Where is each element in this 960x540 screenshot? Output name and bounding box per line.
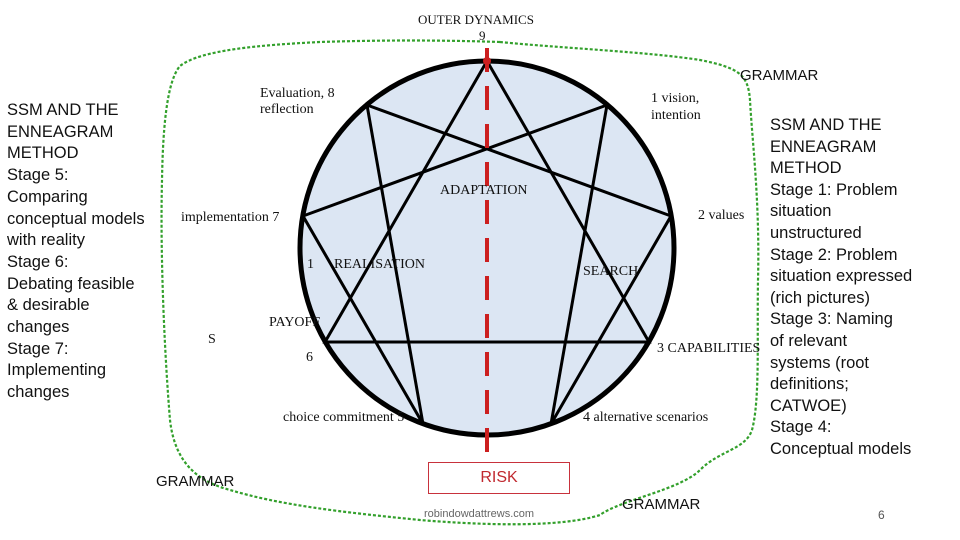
left-text-line: ENNEAGRAM — [7, 122, 114, 141]
point-4-label: 4 alternative scenarios — [583, 410, 709, 425]
right-text-line: ENNEAGRAM — [770, 137, 877, 156]
left-text-line: METHOD — [7, 144, 79, 163]
left-text-line: changes — [7, 383, 70, 402]
right-text-line: CATWOE) — [770, 396, 847, 415]
left-stage-list: SSM AND THE ENNEAGRAM METHOD Stage 5: Co… — [7, 100, 145, 404]
grammar-bottom-center: GRAMMAR — [622, 496, 701, 513]
enneagram-hexad — [300, 102, 674, 425]
outer-dynamics-label: OUTER DYNAMICS — [418, 12, 534, 27]
right-text-line: Stage 1: Problem — [770, 180, 898, 199]
right-text-line: Stage 3: Naming — [770, 310, 893, 329]
grammar-bottom-left: GRAMMAR — [156, 473, 235, 490]
left-text-line: conceptual models — [7, 209, 145, 228]
right-text-line: SSM AND THE — [770, 116, 882, 134]
realisation-label: REALISATION — [334, 257, 425, 272]
right-text-line: METHOD — [770, 159, 842, 178]
right-text-line: situation expressed — [770, 267, 913, 286]
left-text-line: Stage 6: — [7, 252, 69, 271]
source-credit: robindowdattrews.com — [424, 508, 535, 520]
right-text-line: systems (root — [770, 353, 870, 372]
right-text-line: situation — [770, 202, 832, 221]
one-label: 1 — [307, 257, 314, 272]
point-6-label: 6 — [306, 350, 313, 365]
point-9-label: 9 — [479, 28, 486, 43]
right-text-line: Stage 4: — [770, 418, 832, 437]
point-1-sublabel: intention — [651, 108, 701, 123]
right-text-line: definitions; — [770, 375, 849, 394]
left-text-line: Comparing — [7, 187, 88, 206]
left-text-line: changes — [7, 318, 70, 337]
left-text-line: Implementing — [7, 361, 107, 380]
point-8-sublabel: reflection — [260, 102, 314, 117]
right-text-line: (rich pictures) — [770, 288, 870, 307]
point-8-label: Evaluation, 8 — [260, 86, 335, 101]
adaptation-label: ADAPTATION — [440, 183, 528, 198]
s-label: S — [208, 332, 216, 347]
grammar-top-right: GRAMMAR — [740, 67, 819, 84]
page-number: 6 — [878, 508, 885, 522]
left-text-line: Debating feasible — [7, 274, 135, 293]
right-text-line: unstructured — [770, 223, 862, 242]
left-text-line: & desirable — [7, 296, 90, 315]
point-3-label: 3 CAPABILITIES — [657, 341, 761, 356]
left-text-line: SSM AND THE — [7, 101, 119, 119]
point-2-label: 2 values — [698, 208, 745, 223]
point-5-label: choice commitment 5 — [283, 410, 405, 425]
left-text-line: with reality — [7, 231, 85, 250]
left-text-line: Stage 7: — [7, 339, 69, 358]
risk-box: RISK — [428, 462, 570, 494]
left-text-line: Stage 5: — [7, 166, 69, 185]
risk-label: RISK — [480, 469, 518, 486]
right-text-line: Stage 2: Problem — [770, 245, 898, 264]
right-text-line: Conceptual models — [770, 439, 912, 458]
search-label: SEARCH — [583, 264, 639, 279]
right-text-line: of relevant — [770, 331, 848, 350]
payoff-label: PAYOFF — [269, 315, 321, 330]
right-stage-list: SSM AND THE ENNEAGRAM METHOD Stage 1: Pr… — [770, 115, 912, 461]
enneagram-triangle — [322, 57, 652, 344]
point-9-dot — [483, 57, 491, 65]
point-7-label: implementation 7 — [181, 210, 280, 225]
outer-dynamics-boundary — [160, 39, 760, 526]
point-1-label: 1 vision, — [651, 91, 700, 106]
